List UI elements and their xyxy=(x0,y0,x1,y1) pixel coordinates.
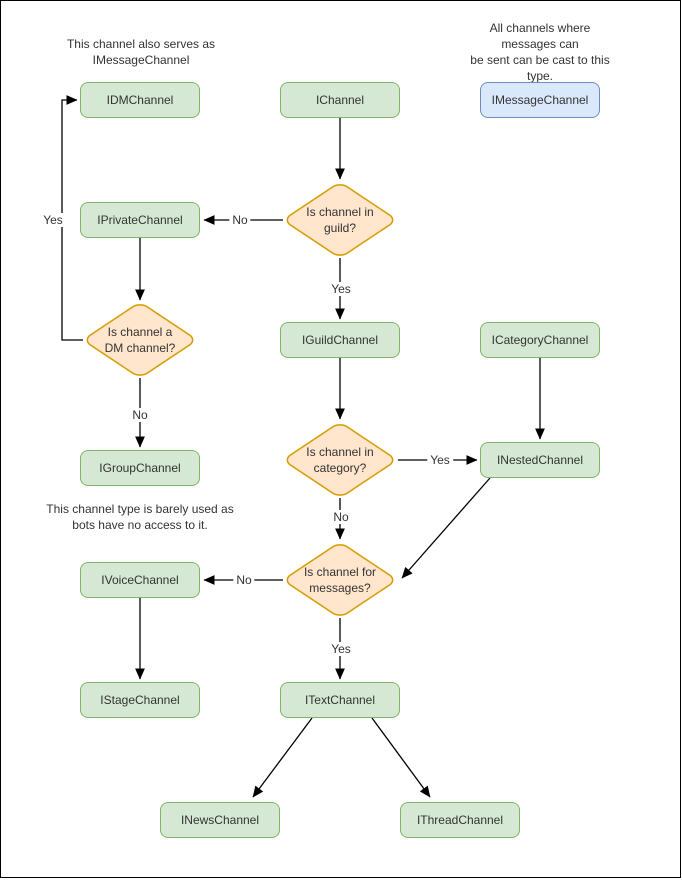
decision-dm-label: Is channel a DM channel? xyxy=(104,325,176,355)
node-icategorychannel: ICategoryChannel xyxy=(480,322,600,358)
decision-category-shape xyxy=(283,422,397,498)
node-igroupchannel: IGroupChannel xyxy=(80,450,200,486)
decision-guild-shape xyxy=(283,182,397,258)
node-imessagechannel: IMessageChannel xyxy=(480,82,600,118)
node-ithreadchannel: IThreadChannel xyxy=(400,802,520,838)
edge-inested-messages xyxy=(401,477,491,579)
note-idmchannel: This channel also serves as IMessageChan… xyxy=(66,37,216,67)
node-iguildchannel: IGuildChannel xyxy=(280,322,400,358)
node-iprivatechannel: IPrivateChannel xyxy=(80,202,200,238)
edge-label-category-yes: Yes xyxy=(427,453,453,467)
edge-label-category-no: No xyxy=(330,510,352,524)
edge-itext-ithread xyxy=(371,717,431,798)
decision-guild-label: Is channel in guild? xyxy=(306,205,374,235)
node-istagechannel: IStageChannel xyxy=(80,682,200,718)
node-ivoicechannel: IVoiceChannel xyxy=(80,562,200,598)
note-imessagechannel: All channels where messages can be sent … xyxy=(470,21,610,83)
node-inestedchannel: INestedChannel xyxy=(480,442,600,478)
node-ichannel: IChannel xyxy=(280,82,400,118)
edge-label-guild-yes: Yes xyxy=(328,282,354,296)
node-idmchannel: IDMChannel xyxy=(80,82,200,118)
decision-messages-shape xyxy=(283,542,397,618)
edge-label-messages-yes: Yes xyxy=(328,642,354,656)
note-igroupchannel: This channel type is barely used as bots… xyxy=(46,502,234,532)
edge-label-dm-yes: Yes xyxy=(40,213,66,227)
node-inewschannel: INewsChannel xyxy=(160,802,280,838)
decision-dm-shape xyxy=(83,302,197,378)
edge-label-messages-no: No xyxy=(233,573,255,587)
node-itextchannel: ITextChannel xyxy=(280,682,400,718)
edge-label-guild-no: No xyxy=(229,213,251,227)
decision-messages-label: Is channel for messages? xyxy=(303,565,377,595)
edge-itext-inews xyxy=(252,717,313,798)
edge-label-dm-no: No xyxy=(129,408,151,422)
decision-category-label: Is channel in category? xyxy=(306,445,374,475)
